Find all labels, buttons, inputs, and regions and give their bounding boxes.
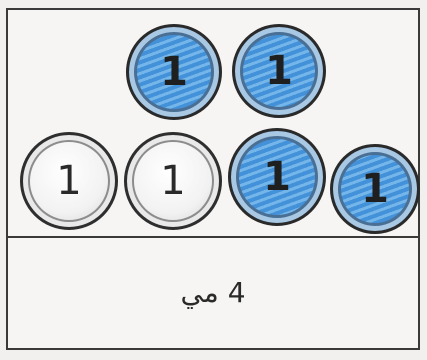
coin-top-1: 1 xyxy=(126,24,222,120)
coin-digit: 1 xyxy=(361,169,389,209)
amount-caption: 4 مي xyxy=(8,238,418,346)
coin-bottom-2: 1 xyxy=(124,132,222,230)
coin-top-2: 1 xyxy=(232,24,326,118)
coin-bottom-4: 1 xyxy=(330,144,420,234)
coin-digit: 1 xyxy=(263,157,291,197)
coin-bottom-1: 1 xyxy=(20,132,118,230)
coin-bottom-3: 1 xyxy=(228,128,326,226)
coin-digit: 1 xyxy=(160,52,188,92)
coin-digit: 1 xyxy=(56,161,81,201)
coin-digit: 1 xyxy=(160,161,185,201)
coin-digit: 1 xyxy=(265,51,293,91)
